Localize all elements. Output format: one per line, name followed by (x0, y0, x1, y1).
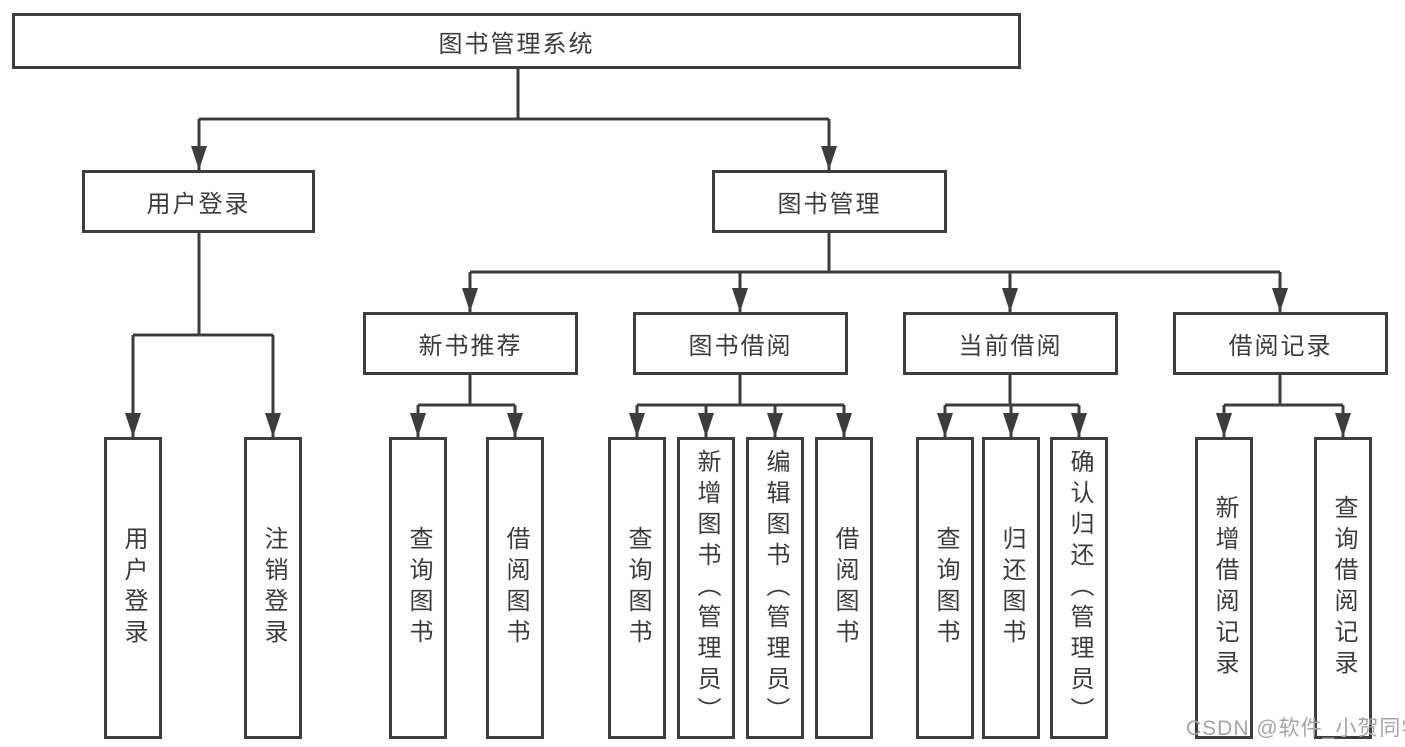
node-new-book-recommend: 新书推荐 (363, 312, 578, 375)
node-current-borrow-label: 当前借阅 (958, 333, 1063, 360)
leaf-records-query-record: 查询借阅记录 (1314, 437, 1372, 739)
node-book-management: 图书管理 (712, 170, 947, 233)
node-user-login: 用户登录 (82, 170, 315, 233)
csdn-watermark: CSDN @软件_小贺同学 (1186, 717, 1405, 740)
leaf-logout: 注销登录 (244, 437, 302, 739)
node-borrow-records: 借阅记录 (1173, 312, 1388, 375)
node-book-borrow-label: 图书借阅 (688, 333, 793, 360)
leaf-recommend-borrow-books: 借阅图书 (486, 437, 544, 739)
leaf-records-query-record-label: 查询借阅记录 (1330, 495, 1357, 681)
connector-borrow-trunk (637, 375, 844, 407)
leaf-logout-label: 注销登录 (260, 526, 287, 650)
node-book-management-label: 图书管理 (777, 191, 882, 218)
leaf-recommend-borrow-books-label: 借阅图书 (502, 526, 529, 650)
leaf-current-confirm-return-admin: 确认归还（管理员） (1050, 437, 1108, 739)
node-new-book-recommend-label: 新书推荐 (418, 333, 523, 360)
connector-newrec-trunk (418, 375, 515, 407)
node-user-login-label: 用户登录 (146, 191, 251, 218)
node-borrow-records-label: 借阅记录 (1228, 333, 1333, 360)
leaf-user-login: 用户登录 (104, 437, 162, 739)
node-current-borrow: 当前借阅 (903, 312, 1118, 375)
leaf-records-add-record: 新增借阅记录 (1195, 437, 1253, 739)
leaf-borrow-add-books-admin-label: 新增图书（管理员） (693, 448, 720, 728)
leaf-current-query-books-label: 查询图书 (932, 526, 959, 650)
leaf-recommend-query-books: 查询图书 (389, 437, 447, 739)
leaf-borrow-edit-books-admin: 编辑图书（管理员） (746, 437, 804, 739)
connector-bookmgmt-trunk (470, 233, 1280, 274)
node-book-borrow: 图书借阅 (633, 312, 848, 375)
leaf-current-confirm-return-admin-label: 确认归还（管理员） (1066, 448, 1093, 728)
node-library-system-label: 图书管理系统 (438, 30, 595, 58)
leaf-borrow-query-books-label: 查询图书 (624, 526, 651, 650)
leaf-borrow-add-books-admin: 新增图书（管理员） (677, 437, 735, 739)
node-library-system: 图书管理系统 (12, 13, 1021, 69)
connector-current-trunk (945, 375, 1079, 407)
leaf-borrow-query-books: 查询图书 (608, 437, 666, 739)
leaf-records-add-record-label: 新增借阅记录 (1211, 495, 1238, 681)
leaf-borrow-edit-books-admin-label: 编辑图书（管理员） (762, 448, 789, 728)
leaf-recommend-query-books-label: 查询图书 (405, 526, 432, 650)
leaf-user-login-label: 用户登录 (120, 526, 147, 650)
connector-records-trunk (1224, 375, 1343, 407)
leaf-borrow-borrow-books: 借阅图书 (815, 437, 873, 739)
leaf-current-return-books: 归还图书 (982, 437, 1040, 739)
leaf-current-return-books-label: 归还图书 (998, 526, 1025, 650)
connector-userlogin-trunk (133, 233, 273, 337)
connector-root-trunk (199, 68, 829, 121)
leaf-current-query-books: 查询图书 (916, 437, 974, 739)
leaf-borrow-borrow-books-label: 借阅图书 (831, 526, 858, 650)
